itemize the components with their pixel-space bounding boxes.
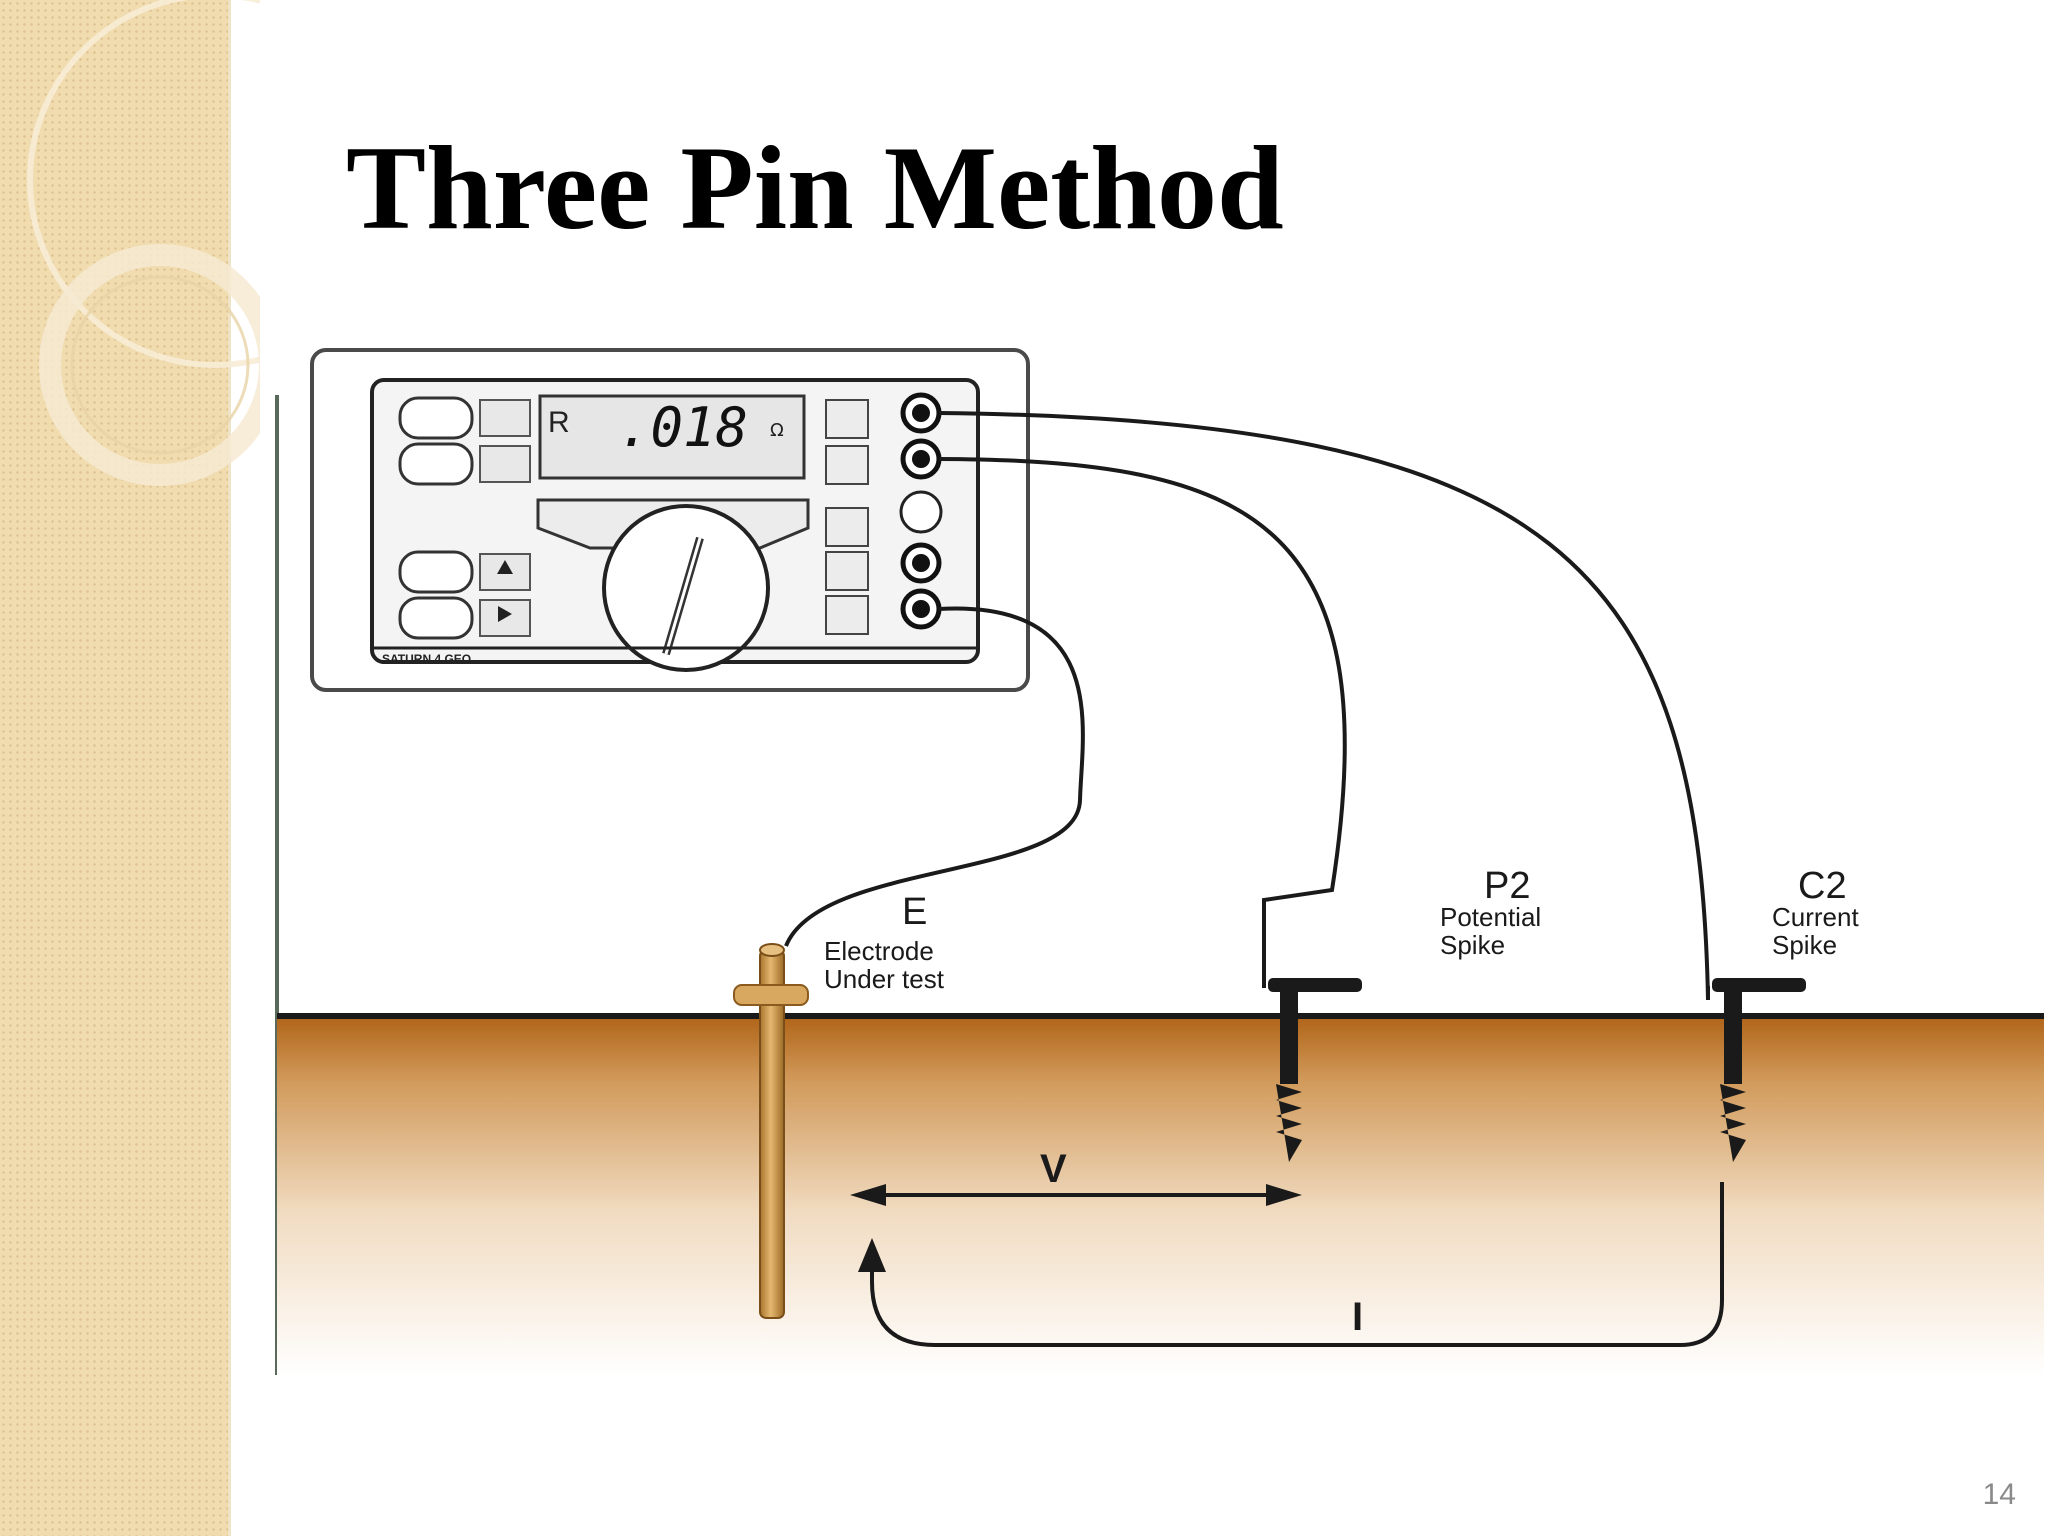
current-spike bbox=[1712, 978, 1806, 1162]
label-i: I bbox=[1352, 1295, 1363, 1339]
meter-button-4 bbox=[398, 596, 474, 640]
meter-display bbox=[538, 394, 806, 480]
page-number: 14 bbox=[1982, 1478, 2016, 1511]
wire-to-p2 bbox=[938, 457, 1347, 988]
display-unit: Ω bbox=[770, 420, 784, 441]
current-path bbox=[870, 1182, 1724, 1347]
label-e-desc-1: Electrode bbox=[824, 936, 934, 966]
electrode-rod bbox=[733, 943, 809, 1319]
label-c2: C2 bbox=[1798, 865, 1847, 907]
display-value: .018 bbox=[618, 396, 748, 459]
wire-to-electrode bbox=[784, 606, 1085, 947]
earth-tester-meter: R .018 Ω SATURN 4 GEO bbox=[310, 348, 1030, 692]
voltage-arrow bbox=[850, 1184, 1302, 1206]
wire-to-c2 bbox=[938, 411, 1710, 1001]
label-p2-desc-2: Spike bbox=[1440, 930, 1505, 960]
band-divider bbox=[228, 0, 231, 1536]
label-e: E bbox=[902, 891, 927, 933]
meter-button-1 bbox=[398, 396, 474, 440]
label-c2-desc-2: Spike bbox=[1772, 930, 1837, 960]
display-prefix: R bbox=[548, 406, 570, 439]
potential-spike bbox=[1268, 978, 1362, 1162]
label-p2: P2 bbox=[1484, 865, 1530, 907]
label-c2-desc-1: Current bbox=[1772, 902, 1859, 932]
label-e-desc-2: Under test bbox=[824, 964, 945, 994]
meter-button-2 bbox=[398, 442, 474, 486]
test-button bbox=[899, 490, 943, 534]
meter-brand: SATURN 4 GEO bbox=[382, 652, 471, 666]
decorative-rings bbox=[27, 0, 260, 486]
meter-button-3 bbox=[398, 550, 474, 594]
label-v: V bbox=[1040, 1147, 1067, 1191]
label-p2-desc-1: Potential bbox=[1440, 902, 1541, 932]
slide-title: Three Pin Method bbox=[346, 121, 1284, 254]
current-arrowhead bbox=[858, 1238, 886, 1272]
